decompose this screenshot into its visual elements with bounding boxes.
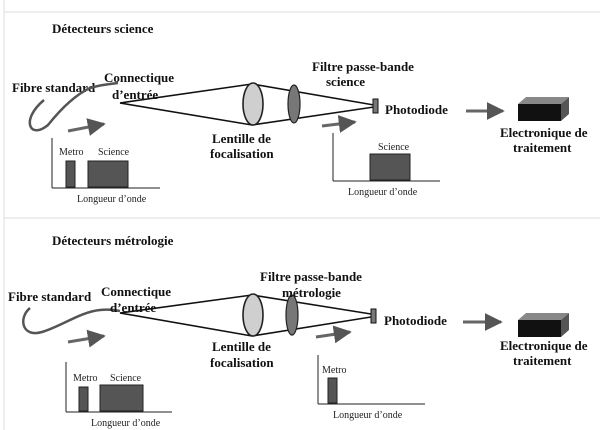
lens <box>242 293 264 337</box>
input-bar-science <box>87 160 129 188</box>
electronics-box-side <box>561 313 569 337</box>
output-bar-metro <box>327 377 338 404</box>
input-bar-label-science: Science <box>98 147 130 158</box>
filter <box>285 294 299 336</box>
output-bar-label-science: Science <box>378 142 410 153</box>
connector-label-1: Connectique <box>104 70 174 85</box>
connector-label-1: Connectique <box>101 284 171 299</box>
output-spectrum-xlabel: Longueur d’onde <box>348 187 418 198</box>
input-bar-label-metro: Metro <box>59 147 83 158</box>
panel-title: Détecteurs science <box>52 21 154 36</box>
input-bar-metro <box>78 386 89 412</box>
lens <box>242 82 264 126</box>
output-bar-science <box>369 153 411 181</box>
filter-label-2: métrologie <box>282 285 341 300</box>
panel-science: Détecteurs science Fibre standard Connec… <box>12 21 588 205</box>
beam-converge-lower <box>251 106 375 126</box>
photodiode-label: Photodiode <box>384 313 447 328</box>
output-bar-label-metro: Metro <box>322 365 346 376</box>
input-spectrum-xlabel: Longueur d’onde <box>91 418 161 429</box>
input-bar-label-metro: Metro <box>73 373 97 384</box>
beam-lower <box>119 102 253 126</box>
panel-title: Détecteurs métrologie <box>52 233 174 248</box>
input-spectrum-xlabel: Longueur d’onde <box>77 194 147 205</box>
photodiode-label: Photodiode <box>385 102 448 117</box>
arrow-to-input-spectrum <box>67 329 106 348</box>
lens-label-1: Lentille de <box>212 131 271 146</box>
beam-lower <box>119 312 253 337</box>
electronics-box-front <box>518 320 561 337</box>
fiber <box>28 81 119 132</box>
fiber <box>22 307 121 335</box>
beam-converge-upper <box>251 294 372 315</box>
connector-label-2: d’entrée <box>112 87 158 102</box>
panel-metrology: Détecteurs métrologie Fibre standard Con… <box>8 233 588 429</box>
output-spectrum-xlabel: Longueur d’onde <box>333 410 403 421</box>
arrow-to-input-spectrum <box>67 118 106 136</box>
lens-label-2: focalisation <box>210 146 274 161</box>
beam-converge-lower <box>251 316 372 337</box>
beam-upper <box>119 83 253 104</box>
lens-label-2: focalisation <box>210 355 274 370</box>
electronics-label-2: traitement <box>513 140 572 155</box>
filter-label-1: Filtre passe-bande <box>312 59 414 74</box>
filter <box>287 84 301 124</box>
photodiode <box>372 98 379 114</box>
filter-label-1: Filtre passe-bande <box>260 269 362 284</box>
electronics-box-top <box>518 97 569 104</box>
electronics-box-front <box>518 104 561 121</box>
electronics-label-1: Electronique de <box>500 338 588 353</box>
arrow-to-output-spectrum <box>315 325 352 344</box>
fiber-label: Fibre standard <box>8 289 92 304</box>
fiber-label: Fibre standard <box>12 80 96 95</box>
input-bar-science <box>99 384 144 412</box>
input-bar-metro <box>65 160 76 188</box>
arrow-to-output-spectrum <box>321 115 357 133</box>
photodiode <box>370 308 377 324</box>
input-bar-label-science: Science <box>110 373 142 384</box>
lens-label-1: Lentille de <box>212 339 271 354</box>
electronics-box-side <box>561 97 569 121</box>
connector-label-2: d’entrée <box>110 300 156 315</box>
beam-upper <box>119 294 253 314</box>
beam-converge-upper <box>251 83 375 106</box>
electronics-box-top <box>518 313 569 320</box>
electronics-label-1: Electronique de <box>500 125 588 140</box>
filter-label-2: science <box>326 74 365 89</box>
electronics-label-2: traitement <box>513 353 572 368</box>
